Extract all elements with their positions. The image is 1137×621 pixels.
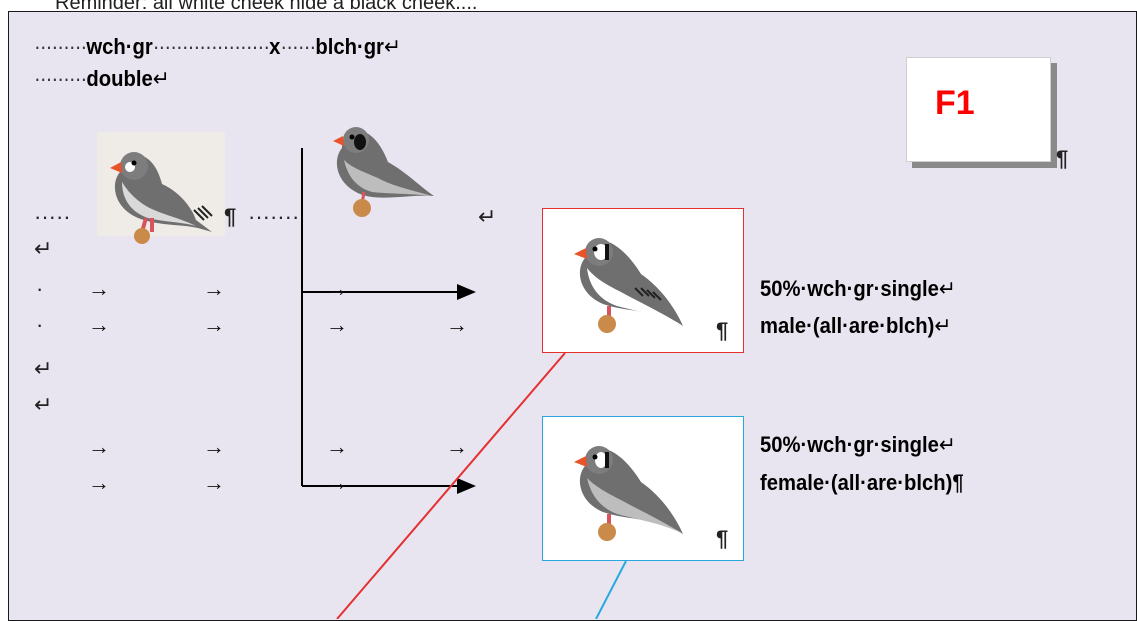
line-break-mark: ↵ [934, 313, 952, 338]
line-break-mark: ↵ [383, 34, 401, 59]
female-offspring-line2: female·(all·are·blch)¶ [760, 470, 964, 496]
parent2-label: blch·gr [315, 34, 384, 59]
tab-arrow: → [88, 434, 110, 459]
female-offspring-description: female·(all·are·blch) [760, 470, 953, 495]
female-offspring-genotype: 50%·wch·gr·single [760, 432, 939, 457]
tab-arrow: → [446, 434, 468, 459]
tab-arrow: → [326, 276, 348, 301]
black-cheek-zebra-finch-icon [333, 127, 434, 217]
pilcrow-mark: ¶ [1056, 146, 1069, 171]
pilcrow-mark: ¶ [224, 204, 237, 229]
male-offspring-description: male·(all·are·blch) [760, 313, 935, 338]
tab-arrow: → [326, 434, 348, 459]
line-break-mark: ↵ [478, 204, 497, 229]
line-break-mark: ↵ [938, 276, 956, 301]
pilcrow-mark: ¶ [952, 470, 964, 495]
dots-mark: ····· [34, 204, 71, 229]
male-offspring-finch-icon [574, 238, 683, 333]
dots-mark: ······· [248, 204, 300, 229]
tab-arrow: → [88, 312, 110, 337]
double-label: double [86, 66, 153, 91]
white-cheek-zebra-finch-icon [108, 150, 214, 246]
male-offspring-box [542, 208, 744, 353]
line-break-mark: ↵ [34, 356, 53, 381]
tab-arrow: → [203, 276, 225, 301]
parent1-label: wch·gr [86, 34, 153, 59]
double-line: ·········double↵ [34, 66, 170, 91]
line-break-mark: ↵ [34, 236, 53, 261]
male-offspring-genotype: 50%·wch·gr·single [760, 276, 939, 301]
line-break-mark: ↵ [152, 66, 170, 91]
line-break-mark: ↵ [34, 392, 53, 417]
male-offspring-line2: male·(all·are·blch)↵ [760, 313, 951, 339]
dot-mark: · [36, 276, 44, 301]
tab-arrow: → [203, 312, 225, 337]
tab-arrow: → [203, 470, 225, 495]
cross-symbol: x [269, 34, 281, 59]
pilcrow-mark: ¶ [716, 318, 729, 343]
f1-label: F1 [935, 84, 975, 122]
pilcrow-mark: ¶ [716, 526, 729, 551]
tab-arrow: → [326, 312, 348, 337]
female-offspring-line1: 50%·wch·gr·single↵ [760, 432, 956, 458]
cross-line: ·········wch·gr····················x····… [34, 34, 401, 59]
male-offspring-line1: 50%·wch·gr·single↵ [760, 276, 956, 302]
tab-arrow: → [88, 276, 110, 301]
tab-arrow: → [88, 470, 110, 495]
tab-arrow: → [446, 312, 468, 337]
tab-arrow: → [326, 470, 348, 495]
tab-arrow: → [203, 434, 225, 459]
line-break-mark: ↵ [938, 432, 956, 457]
reminder-text: Reminder: all white cheek hide a black c… [55, 0, 478, 14]
dot-mark: · [36, 312, 44, 337]
f1-generation-box: F1 [906, 57, 1051, 162]
female-offspring-finch-icon [574, 446, 683, 541]
